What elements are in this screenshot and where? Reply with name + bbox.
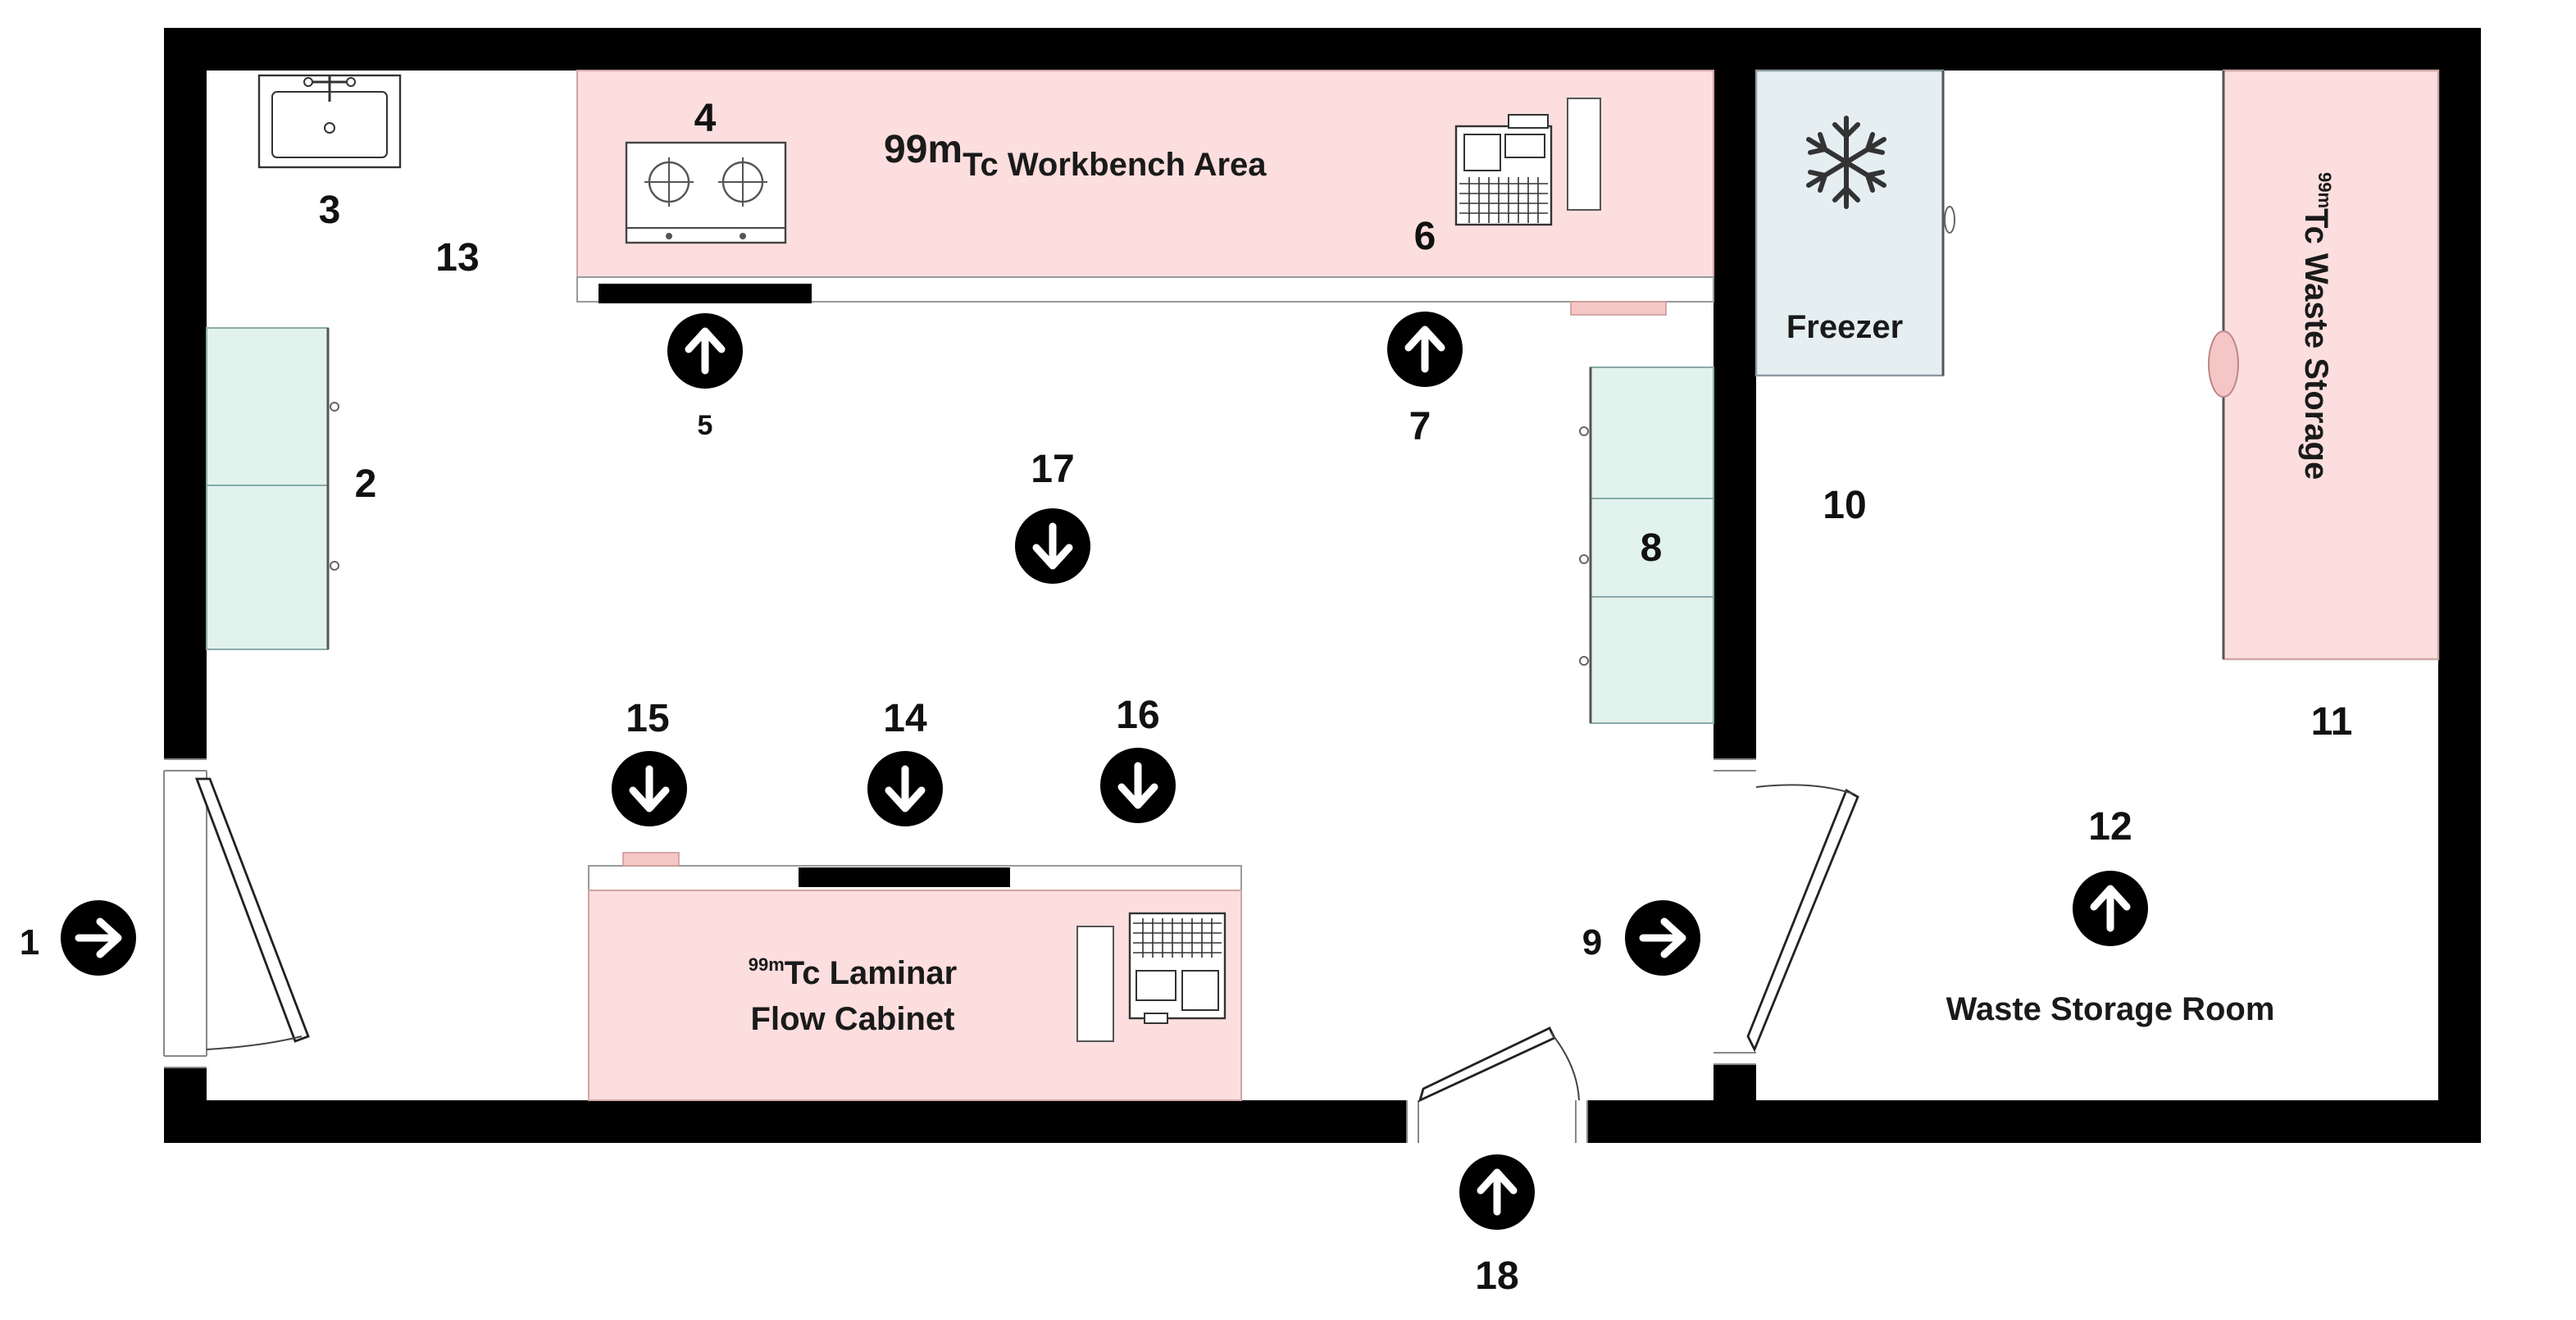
dose-calibrator-icon <box>1454 98 1601 226</box>
sink-icon <box>257 74 402 169</box>
walls <box>164 28 2481 1143</box>
arrow-icon[interactable] <box>1387 312 1463 387</box>
point-label-4: 4 <box>694 97 717 140</box>
arrow-icon[interactable] <box>1100 748 1176 823</box>
point-label-15: 15 <box>626 697 669 740</box>
wall-bottom-left <box>164 1100 1407 1143</box>
wall-partition-upper <box>1714 28 1756 759</box>
waste-room-label: Waste Storage Room <box>1946 991 2275 1027</box>
arrow-icon[interactable] <box>667 313 743 389</box>
point-label-12: 12 <box>2088 805 2132 849</box>
point-label-14: 14 <box>883 697 927 740</box>
door-icon[interactable] <box>1418 1026 1580 1103</box>
workbench-tray <box>1570 301 1667 316</box>
freezer: Freezer <box>1755 69 1955 377</box>
door-icon[interactable] <box>1746 784 1859 1053</box>
point-label-3: 3 <box>319 189 341 232</box>
laminar-label-line1: 99mTc Laminar <box>749 954 957 991</box>
point-label-6: 6 <box>1414 215 1436 258</box>
freezer-label: Freezer <box>1786 309 1903 345</box>
point-label-18: 18 <box>1475 1254 1518 1298</box>
dose-calibrator-icon <box>1076 912 1227 1042</box>
shield-bar <box>799 867 1010 887</box>
arrow-icon[interactable] <box>61 900 136 976</box>
point-label-7: 7 <box>1409 405 1431 448</box>
arrow-icon[interactable] <box>1459 1154 1535 1230</box>
arrow-icon[interactable] <box>612 751 687 826</box>
arrow-icon[interactable] <box>1625 900 1700 976</box>
point-label-13: 13 <box>435 236 479 280</box>
snowflake-icon <box>1806 116 1886 209</box>
door-jambs <box>163 758 1756 1143</box>
waste-storage-unit: 99mTc Waste Storage <box>2208 69 2440 661</box>
shield-bar <box>598 284 812 303</box>
point-label-16: 16 <box>1116 694 1159 737</box>
point-label-2: 2 <box>355 462 377 506</box>
point-label-5: 5 <box>698 410 713 441</box>
wall-top-waste <box>1755 28 2481 71</box>
laminar-tray <box>622 852 680 867</box>
laminar-label-line2: Flow Cabinet <box>751 1001 955 1037</box>
point-label-9: 9 <box>1582 922 1602 963</box>
arrow-icon[interactable] <box>2073 871 2148 946</box>
storage-cabinet <box>206 327 339 650</box>
arrow-icon[interactable] <box>867 751 943 826</box>
point-label-17: 17 <box>1031 448 1074 491</box>
wall-partition-lower <box>1714 1064 1756 1143</box>
point-label-8: 8 <box>1641 526 1663 570</box>
waste-storage-label: 99mTc Waste Storage <box>2298 172 2335 480</box>
point-label-11: 11 <box>2311 700 2353 744</box>
point-label-10: 10 <box>1823 484 1866 527</box>
storage-cabinet <box>1579 366 1714 724</box>
workbench-label: 99mTc Workbench Area <box>884 128 1267 183</box>
wall-left-upper <box>164 28 207 759</box>
point-label-1: 1 <box>20 922 39 963</box>
arrow-icon[interactable] <box>1015 508 1090 584</box>
wall-right <box>2438 28 2481 1143</box>
hotplate-icon <box>625 141 787 244</box>
door-icon[interactable] <box>194 777 310 1050</box>
wall-bottom-waste <box>1755 1100 2481 1143</box>
wall-top-main <box>164 28 1755 71</box>
